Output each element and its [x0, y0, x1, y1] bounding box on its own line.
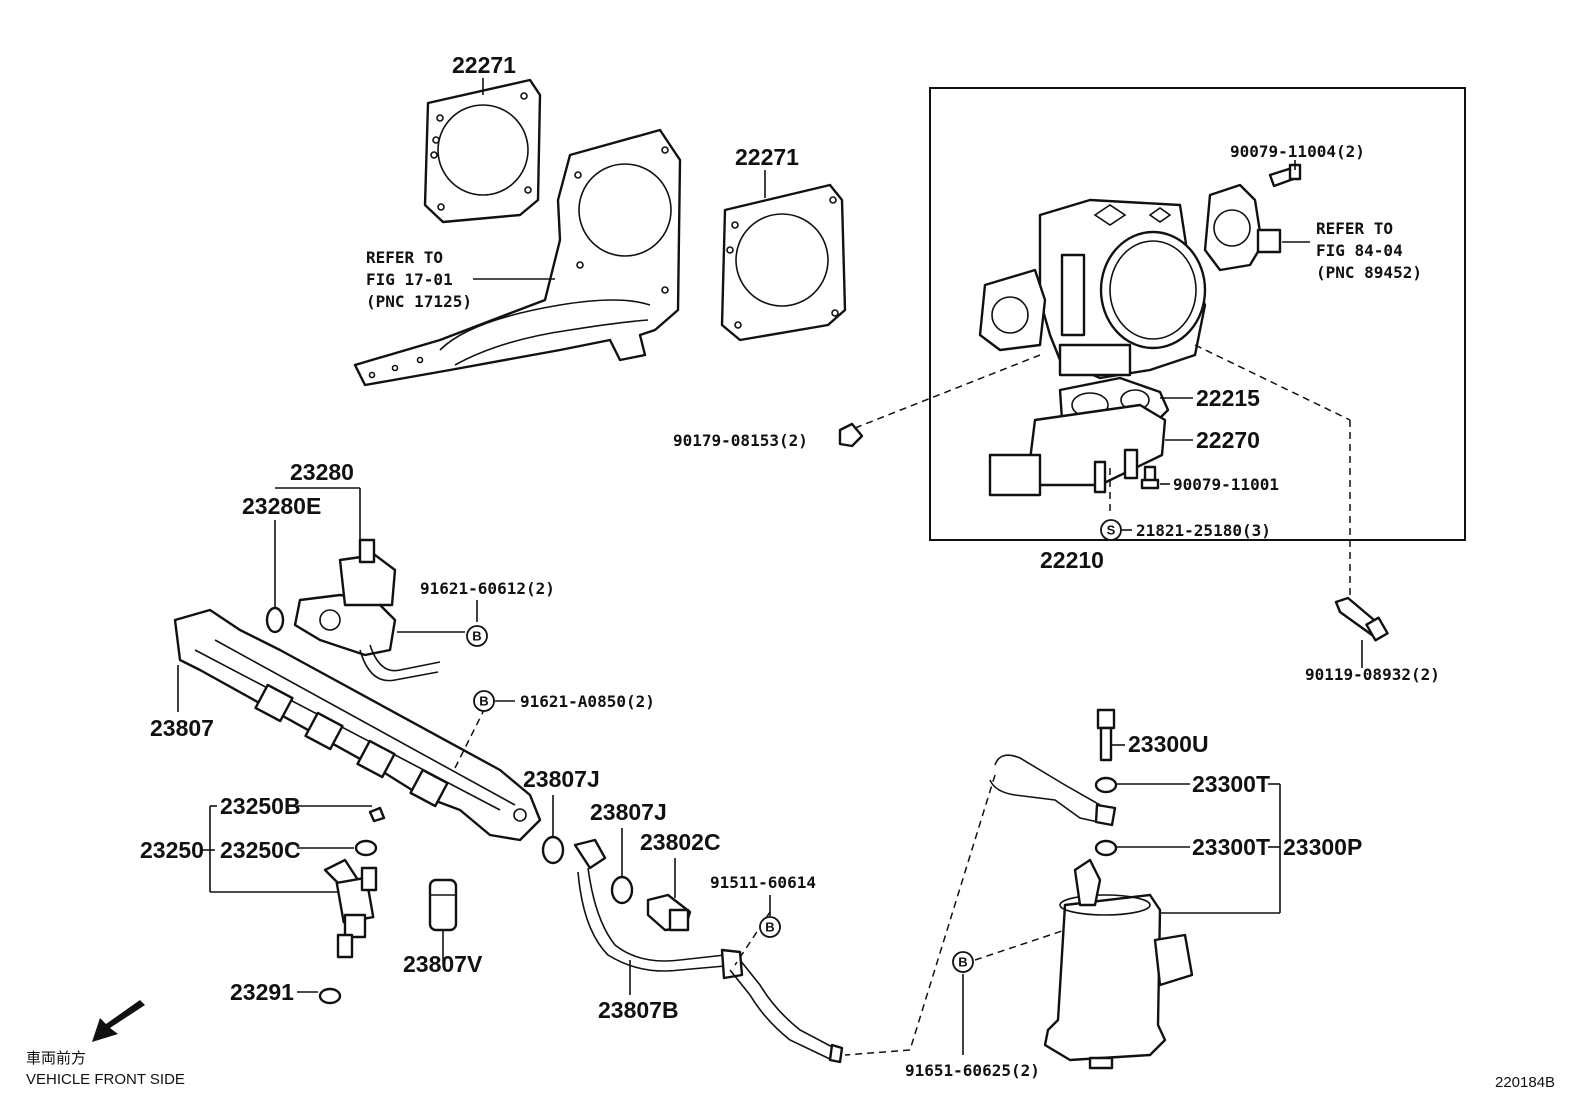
refer-84-line2: FIG 84-04 [1316, 241, 1403, 260]
label-91651-60625: 91651-60625(2) [905, 1061, 1040, 1080]
idle-speed-control-valve [988, 403, 1167, 497]
marker-b-3-label: B [765, 920, 774, 935]
label-23250b: 23250B [220, 793, 301, 819]
front-direction-arrow [92, 1000, 145, 1042]
label-91621-a0850: 91621-A0850(2) [520, 692, 655, 711]
label-22271-right: 22271 [735, 144, 799, 170]
label-90079-11001: 90079-11001 [1173, 475, 1279, 494]
label-22215: 22215 [1196, 385, 1260, 411]
gasket-22271-top [423, 78, 542, 224]
screw-90079-11001 [1140, 465, 1160, 490]
marker-s-label: S [1107, 523, 1116, 538]
label-90119-08932: 90119-08932(2) [1305, 665, 1440, 684]
label-23807: 23807 [150, 715, 214, 741]
throttle-position-sensor [1203, 183, 1282, 272]
label-23250c: 23250C [220, 837, 301, 863]
oring-23280e [265, 606, 285, 634]
front-label-en: VEHICLE FRONT SIDE [26, 1071, 185, 1088]
refer-17-line2: FIG 17-01 [366, 270, 453, 289]
bolt-90179-08153 [838, 422, 864, 448]
refer-17-line1: REFER TO [366, 248, 443, 267]
refer-84-line1: REFER TO [1316, 219, 1393, 238]
marker-b-4: B [952, 951, 974, 973]
gasket-23300t-1 [1094, 776, 1118, 794]
label-90179-08153: 90179-08153(2) [673, 431, 808, 450]
spacer-23807v [428, 878, 458, 932]
label-23300u: 23300U [1128, 731, 1209, 757]
refer-84-line3: (PNC 89452) [1316, 263, 1422, 282]
label-23250: 23250 [140, 837, 204, 863]
label-90079-11004: 90079-11004(2) [1230, 142, 1365, 161]
marker-b-1-label: B [472, 629, 481, 644]
label-22271-top: 22271 [452, 52, 516, 78]
refer-17-line3: (PNC 17125) [366, 292, 472, 311]
marker-s: S [1100, 519, 1122, 541]
front-label-jp: 車両前方 [26, 1050, 86, 1067]
label-21821-25180: 21821-25180(3) [1136, 521, 1271, 540]
label-23300p: 23300P [1283, 834, 1362, 860]
label-23300t-1: 23300T [1192, 771, 1270, 797]
fuel-injector [323, 858, 378, 959]
marker-b-2: B [473, 690, 495, 712]
gasket-23807j-1 [541, 835, 565, 865]
marker-b-3: B [759, 916, 781, 938]
label-23280e: 23280E [242, 493, 321, 519]
label-91621-60612: 91621-60612(2) [420, 579, 555, 598]
label-23802c: 23802C [640, 829, 721, 855]
pressure-regulator [293, 538, 441, 682]
union-bolt-23802c [646, 893, 692, 932]
injector-clip-23250b [368, 806, 386, 823]
fuel-pipe-23807b [573, 838, 844, 1064]
gasket-23807j-2 [610, 875, 634, 905]
label-22210: 22210 [1040, 547, 1104, 573]
union-bolt-23300u [1096, 708, 1116, 762]
label-23280: 23280 [290, 459, 354, 485]
label-22270: 22270 [1196, 427, 1260, 453]
label-23807j-1: 23807J [523, 766, 600, 792]
fuel-hose [989, 754, 1117, 827]
marker-b-4-label: B [958, 955, 967, 970]
label-91511-60614: 91511-60614 [710, 873, 816, 892]
gasket-23300t-2 [1094, 839, 1118, 857]
figure-code: 220184B [1495, 1074, 1555, 1091]
intake-plate [353, 128, 682, 387]
label-23807b: 23807B [598, 997, 679, 1023]
label-23807v: 23807V [403, 951, 483, 977]
delivery-pipe [173, 608, 542, 842]
label-23291: 23291 [230, 979, 294, 1005]
marker-b-2-label: B [479, 694, 488, 709]
gasket-22271-right [720, 183, 847, 342]
fuel-filter [1043, 858, 1194, 1070]
label-23807j-2: 23807J [590, 799, 667, 825]
throttle-body-box [929, 87, 1466, 541]
throttle-body [978, 198, 1207, 380]
label-23300t-2: 23300T [1192, 834, 1270, 860]
bolt-90119-08932 [1334, 596, 1389, 642]
insulator-23291 [318, 987, 342, 1005]
oring-23250c [354, 839, 378, 857]
marker-b-1: B [466, 625, 488, 647]
